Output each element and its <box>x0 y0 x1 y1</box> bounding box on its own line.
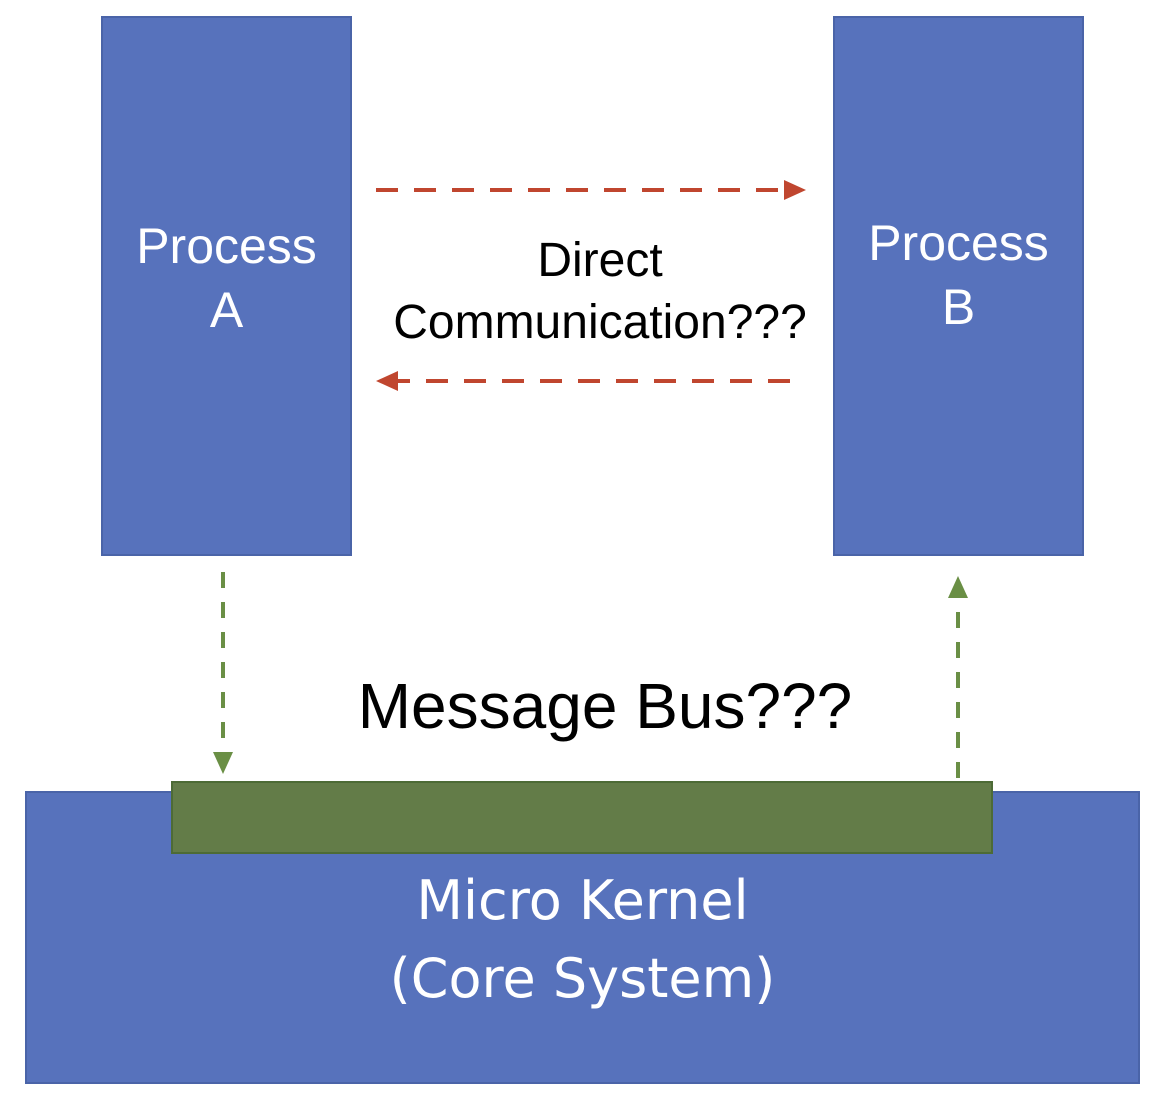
arrow-bus-to-b-head <box>948 576 968 598</box>
arrow-b-to-a-head <box>376 371 398 391</box>
direct-communication-label: Direct Communication??? <box>393 234 807 350</box>
arrow-b-to-a <box>376 371 790 391</box>
process-a-label: Process A <box>136 218 317 338</box>
message-bus-bar <box>171 781 993 854</box>
process-b-box <box>833 16 1084 556</box>
arrow-a-to-b <box>376 180 806 200</box>
arrow-a-to-bus <box>213 572 233 774</box>
arrow-a-to-b-head <box>784 180 806 200</box>
message-bus-label: Message Bus??? <box>357 670 853 742</box>
process-b-label: Process B <box>868 215 1049 335</box>
process-a-box <box>101 16 352 556</box>
arrow-a-to-bus-head <box>213 752 233 774</box>
arrow-bus-to-b <box>948 576 968 778</box>
micro-kernel-label: Micro Kernel (Core System) <box>389 869 776 1011</box>
